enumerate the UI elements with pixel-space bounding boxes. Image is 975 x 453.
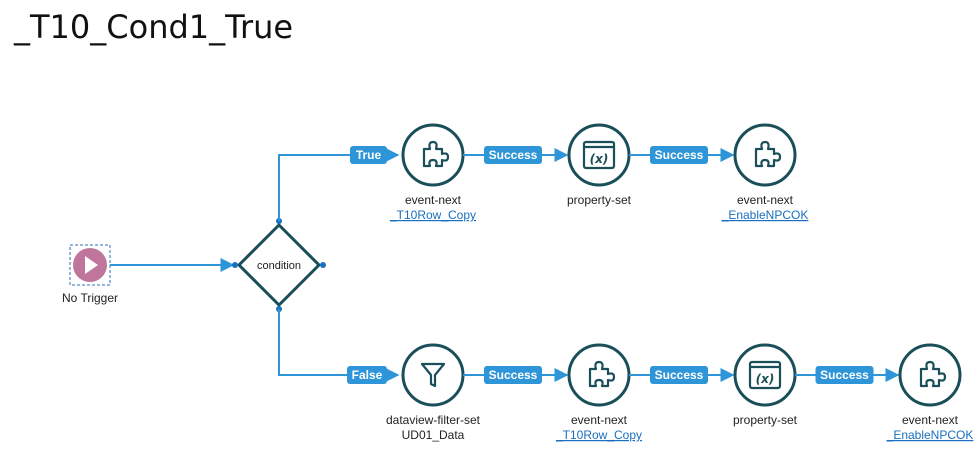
success-pill-label: Success (655, 368, 704, 382)
step-node-circle (898, 343, 962, 407)
play-icon (85, 256, 98, 274)
puzzle-icon (422, 140, 450, 168)
puzzle-icon (754, 140, 782, 168)
true-branch-pill-label: True (356, 148, 382, 162)
true-step-3-event-next[interactable]: event-next_EnableNPCOK (721, 123, 809, 222)
filter-icon (420, 362, 446, 388)
condition-diamond (236, 222, 322, 308)
step-target-link[interactable]: _T10Row_Copy (389, 208, 476, 222)
false-branch-pill: False (347, 366, 387, 384)
success-pill-label: Success (820, 368, 869, 382)
puzzle-icon (588, 360, 616, 388)
step-type-label: event-next (737, 193, 794, 207)
success-pill: Success (484, 146, 542, 164)
variable-icon: (x) (748, 360, 782, 390)
step-type-label: property-set (733, 413, 798, 427)
success-pill: Success (484, 366, 542, 384)
false-branch-pill-label: False (352, 368, 383, 382)
page-title: _T10_Cond1_True (14, 8, 294, 46)
step-type-label: property-set (567, 193, 632, 207)
false-branch-connector (278, 309, 400, 382)
condition-node[interactable]: condition (232, 218, 326, 312)
condition-label: condition (257, 260, 301, 272)
success-pill-label: Success (489, 368, 538, 382)
step-type-label: dataview-filter-set (386, 413, 481, 427)
step-node-circle (401, 343, 465, 407)
step-node-circle (567, 343, 631, 407)
step-node-circle (401, 123, 465, 187)
condition-port-left[interactable] (232, 262, 238, 268)
step-target-link[interactable]: _EnableNPCOK (721, 208, 809, 222)
trigger-node[interactable]: No Trigger (62, 244, 118, 305)
true-branch-pill: True (350, 146, 387, 164)
puzzle-icon (919, 360, 947, 388)
step-type-label: event-next (902, 413, 959, 427)
svg-text:(x): (x) (756, 372, 775, 386)
step-target-link[interactable]: _T10Row_Copy (555, 428, 642, 442)
svg-text:(x): (x) (590, 152, 609, 166)
step-node-circle (733, 123, 797, 187)
true-step-1-event-next[interactable]: event-next_T10Row_Copy (389, 123, 476, 222)
false-step-4-event-next[interactable]: event-next_EnableNPCOK (886, 343, 974, 442)
step-target-label: UD01_Data (402, 428, 465, 442)
true-step-2-property-set[interactable]: (x) property-set (567, 123, 632, 207)
true-branch-row: event-next_T10Row_CopySuccess(x)property… (389, 123, 809, 222)
variable-icon: (x) (582, 140, 616, 170)
success-pill-label: Success (655, 148, 704, 162)
false-step-3-property-set[interactable]: (x) property-set (733, 343, 798, 427)
true-branch-connector (278, 148, 400, 221)
step-type-label: event-next (571, 413, 628, 427)
step-type-label: event-next (405, 193, 462, 207)
step-target-link[interactable]: _EnableNPCOK (886, 428, 974, 442)
success-pill: Success (650, 366, 708, 384)
success-pill: Success (815, 366, 874, 384)
success-pill-label: Success (489, 148, 538, 162)
success-pill: Success (650, 146, 708, 164)
condition-port-right[interactable] (320, 262, 326, 268)
trigger-label: No Trigger (62, 291, 118, 305)
false-step-2-event-next[interactable]: event-next_T10Row_Copy (555, 343, 642, 442)
